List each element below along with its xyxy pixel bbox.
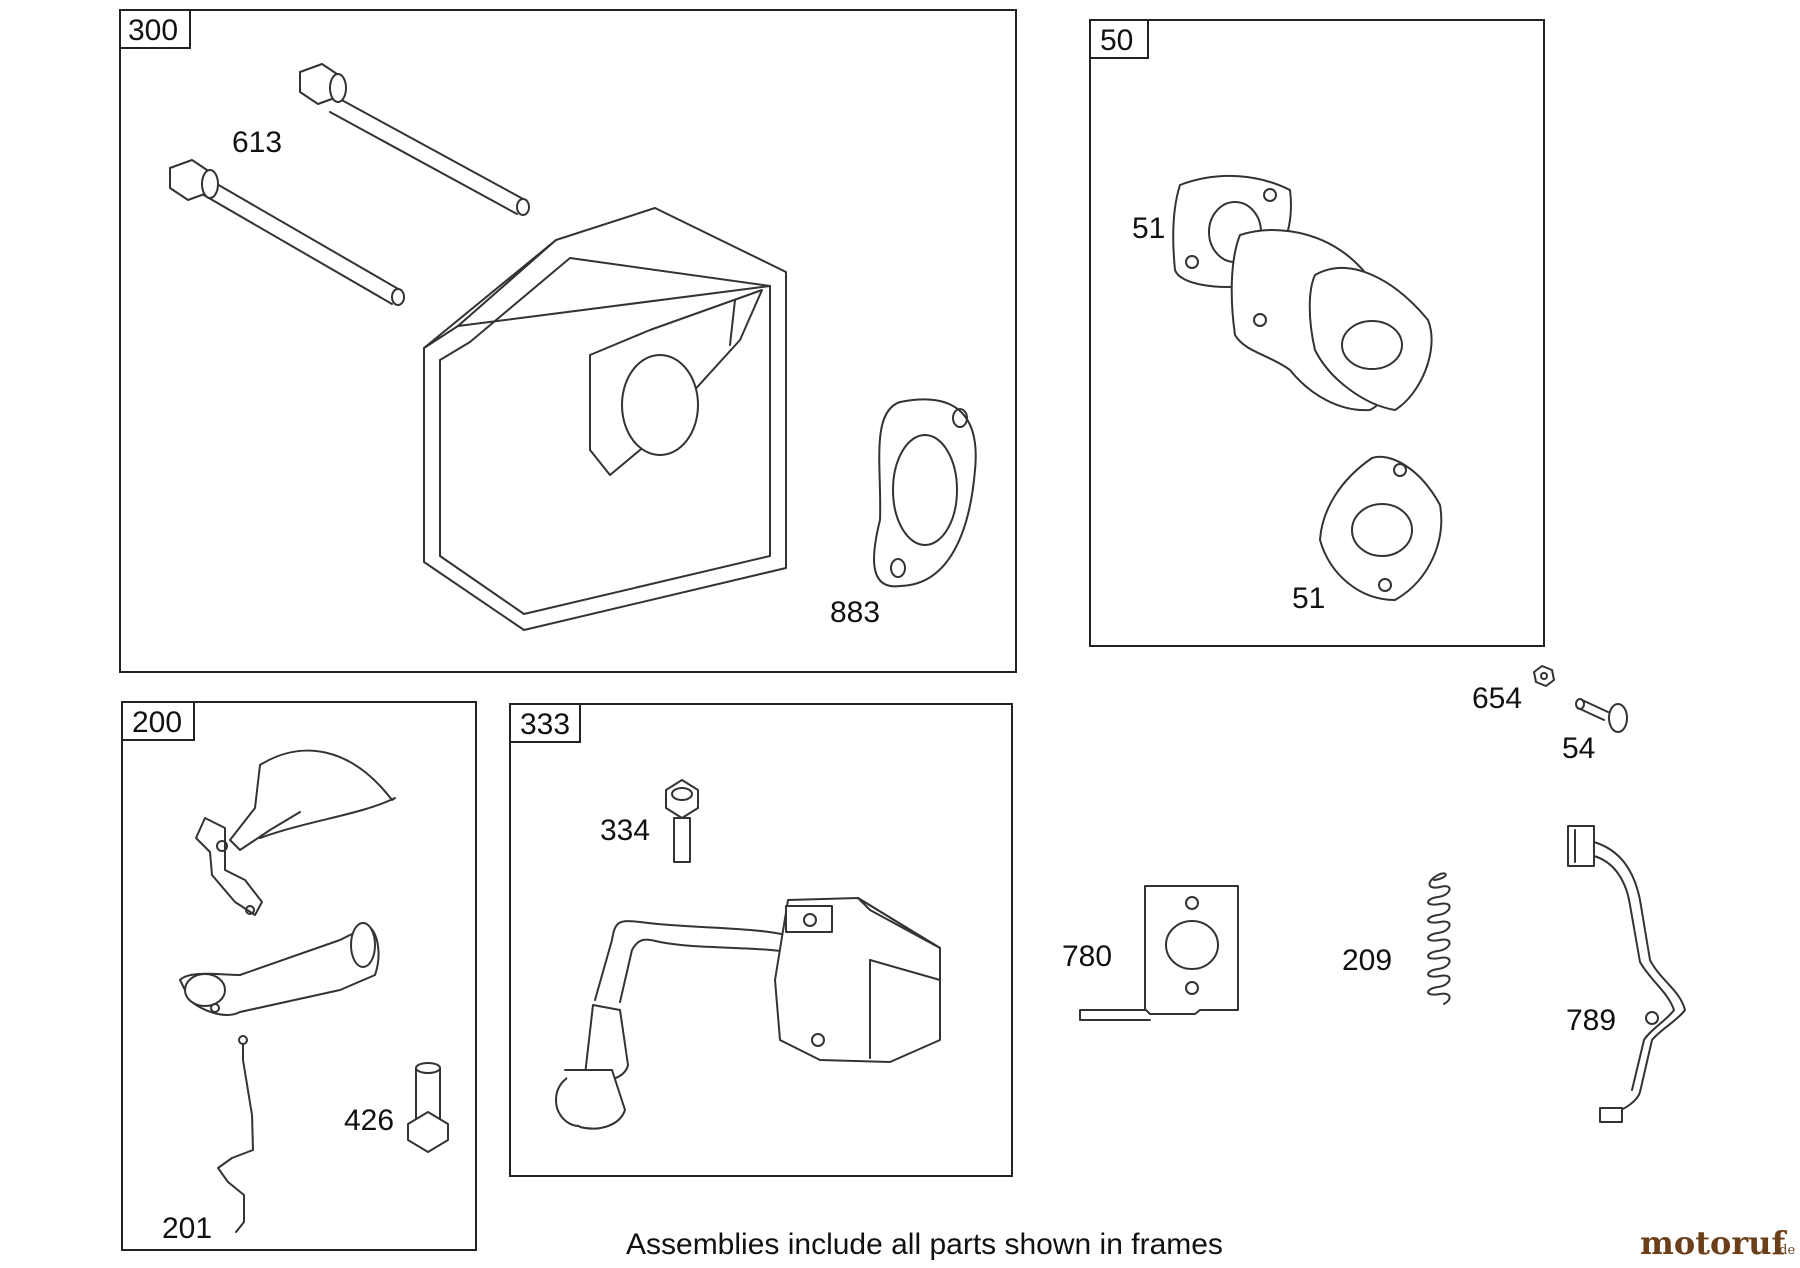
ignition-armature: [555, 897, 941, 1130]
caption: Assemblies include all parts shown in fr…: [626, 1228, 1223, 1261]
spring-209: [1427, 872, 1451, 1005]
governor-lever: [195, 749, 396, 916]
intake-gasket-lower: [1319, 455, 1443, 601]
label-780: 780: [1062, 940, 1112, 973]
label-209: 209: [1342, 944, 1392, 977]
label-54: 54: [1562, 732, 1595, 765]
frame-50: 50 51 51: [1089, 19, 1545, 647]
label-51-upper: 51: [1132, 212, 1165, 245]
label-201: 201: [162, 1212, 212, 1245]
brand-logo: motoruf: [1640, 1224, 1787, 1262]
label-426: 426: [344, 1104, 394, 1137]
governor-link-201: [217, 1035, 254, 1233]
label-334: 334: [600, 814, 650, 847]
brand-logo-suffix: .de: [1775, 1243, 1795, 1258]
frame-333: 333 334: [509, 703, 1013, 1177]
frame-200: 200 426 201: [121, 701, 477, 1251]
label-51-lower: 51: [1292, 582, 1325, 615]
intake-elbow: [1230, 229, 1433, 412]
screw-334: [665, 779, 699, 863]
label-789: 789: [1566, 1004, 1616, 1037]
muffler-body: [423, 207, 787, 631]
bracket-780: [1079, 885, 1239, 1021]
muffler-bolt-lower: [169, 159, 405, 306]
label-654: 654: [1472, 682, 1522, 715]
frame-200-tag: 200: [132, 706, 182, 739]
wire-harness-789: [1567, 825, 1686, 1123]
frame-300-tag: 300: [128, 14, 178, 47]
screw-54: [1575, 698, 1628, 733]
frame-50-tag: 50: [1100, 24, 1133, 57]
muffler-gasket: [873, 398, 977, 588]
screw-426: [407, 1062, 449, 1153]
frame-333-tag: 333: [520, 708, 570, 741]
label-613: 613: [232, 126, 282, 159]
governor-arm: [179, 922, 380, 1016]
frame-300: 300 613: [119, 9, 1017, 673]
label-883: 883: [830, 596, 880, 629]
muffler-bolt-upper: [299, 63, 530, 216]
nut-654: [1533, 665, 1555, 687]
